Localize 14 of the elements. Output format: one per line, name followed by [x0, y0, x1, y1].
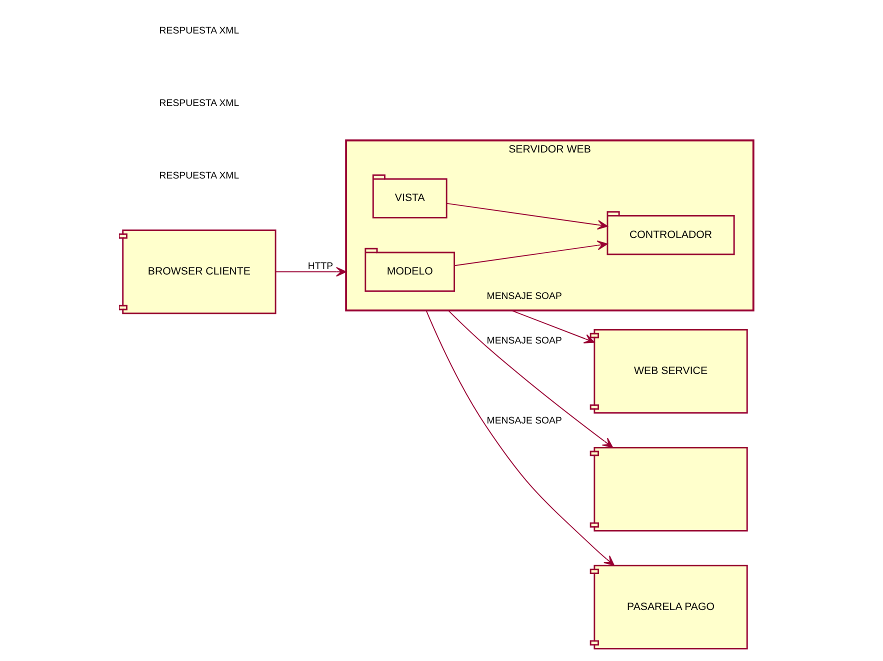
arrow [425, 310, 614, 566]
edge-label: MENSAJE SOAP [486, 335, 562, 346]
arrow [510, 310, 594, 344]
arrow [454, 240, 608, 266]
edge-label: MENSAJE SOAP [486, 290, 562, 302]
label: RESPUESTA XML [158, 26, 239, 37]
arrow [446, 202, 608, 230]
edge-label: HTTP [307, 260, 333, 272]
arrow [447, 310, 613, 448]
edge-label: MENSAJE SOAP [486, 416, 562, 427]
arrow [274, 266, 346, 277]
label: RESPUESTA XML [158, 170, 239, 182]
node-box [589, 446, 748, 532]
label: RESPUESTA XML [158, 98, 239, 110]
